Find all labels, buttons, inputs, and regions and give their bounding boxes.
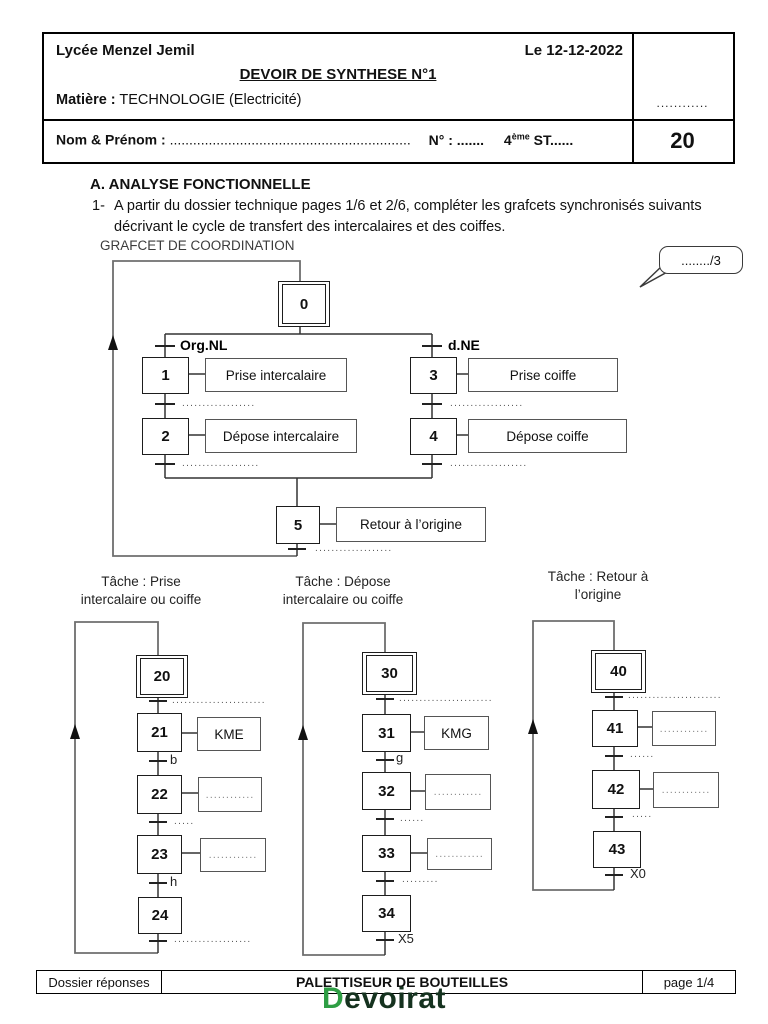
header-vertical-divider bbox=[632, 34, 634, 162]
step-43: 43 bbox=[593, 831, 641, 868]
step-32: 32 bbox=[362, 772, 411, 810]
action-22: ............ bbox=[198, 777, 262, 812]
step-24: 24 bbox=[138, 897, 182, 934]
action-3: Prise coiffe bbox=[468, 358, 618, 392]
question-line-2: décrivant le cycle de transfert des inte… bbox=[114, 219, 506, 235]
step-40: 40 bbox=[591, 650, 646, 693]
transition-after-40: ....................... bbox=[628, 690, 722, 701]
header-table: Lycée Menzel Jemil Le 12-12-2022 DEVOIR … bbox=[42, 32, 735, 164]
action-32: ............ bbox=[425, 774, 491, 810]
action-41: ............ bbox=[652, 711, 716, 746]
question-line-1: A partir du dossier technique pages 1/6 … bbox=[114, 198, 702, 214]
school-name: Lycée Menzel Jemil bbox=[56, 42, 195, 59]
action-5: Retour à l’origine bbox=[336, 507, 486, 542]
devoirat-logo-text: evoirat bbox=[344, 982, 447, 1015]
subject-line: Matière : TECHNOLOGIE (Electricité) bbox=[56, 92, 302, 108]
transition-after-4: ................... bbox=[450, 458, 528, 469]
transition-after-32: ...... bbox=[400, 813, 425, 824]
step-1: 1 bbox=[142, 357, 189, 394]
transition-after-2: ................... bbox=[182, 458, 260, 469]
action-33: ............ bbox=[427, 838, 492, 870]
transition-after-42: ..... bbox=[632, 809, 653, 820]
score-total: 20 bbox=[670, 128, 695, 153]
exam-date: Le 12-12-2022 bbox=[524, 42, 623, 59]
step-21: 21 bbox=[137, 713, 182, 752]
transition-dne: d.NE bbox=[448, 337, 480, 353]
step-30: 30 bbox=[362, 652, 417, 695]
subject-value: TECHNOLOGIE (Electricité) bbox=[115, 92, 302, 108]
action-31: KMG bbox=[424, 716, 489, 750]
footer-page-number: page 1/4 bbox=[663, 974, 715, 990]
step-33: 33 bbox=[362, 835, 411, 872]
section-heading: A. ANALYSE FONCTIONNELLE bbox=[90, 176, 311, 193]
step-22: 22 bbox=[137, 775, 182, 814]
transition-after-33: ......... bbox=[402, 874, 439, 885]
devoirat-logo-d: D bbox=[321, 982, 345, 1015]
action-23: ............ bbox=[200, 838, 266, 872]
transition-after-1: .................. bbox=[182, 398, 256, 409]
step-3: 3 bbox=[410, 357, 457, 394]
task-title-depose: Tâche : Dépose intercalaire ou coiffe bbox=[282, 574, 404, 607]
diagram-label: GRAFCET DE COORDINATION bbox=[100, 238, 295, 253]
transition-after-20: ....................... bbox=[172, 695, 266, 706]
step-41: 41 bbox=[592, 710, 638, 747]
step-42: 42 bbox=[592, 770, 640, 809]
name-row: Nom & Prénom : .........................… bbox=[56, 131, 622, 148]
action-21: KME bbox=[197, 717, 261, 751]
transition-after-22: ..... bbox=[174, 816, 195, 827]
step-31: 31 bbox=[362, 714, 411, 752]
name-dots: ........................................… bbox=[165, 131, 411, 148]
action-1: Prise intercalaire bbox=[205, 358, 347, 392]
footer-center: PALETTISEUR DE BOUTEILLES bbox=[162, 971, 643, 993]
transition-after-24: ................... bbox=[174, 934, 252, 945]
footer-left: Dossier réponses bbox=[37, 971, 162, 993]
transition-x5: X5 bbox=[398, 931, 414, 946]
transition-after-5: ................... bbox=[315, 543, 393, 554]
question-marker: 1- bbox=[92, 198, 105, 214]
transition-after-41: ...... bbox=[630, 749, 655, 760]
subject-label: Matière : bbox=[56, 92, 116, 108]
transition-x0: X0 bbox=[630, 866, 646, 881]
step-4: 4 bbox=[410, 418, 457, 455]
action-2: Dépose intercalaire bbox=[205, 419, 357, 453]
transition-after-3: .................. bbox=[450, 398, 524, 409]
step-5: 5 bbox=[276, 506, 320, 544]
transition-orgnl: Org.NL bbox=[180, 337, 228, 353]
transition-b: b bbox=[170, 752, 178, 767]
transition-after-30: ....................... bbox=[399, 693, 493, 704]
step-34: 34 bbox=[362, 895, 411, 932]
score-bubble: ......../3 bbox=[659, 246, 743, 274]
step-23: 23 bbox=[137, 835, 182, 874]
transition-g: g bbox=[396, 750, 404, 765]
name-label: Nom & Prénom : bbox=[56, 131, 166, 148]
action-42: ............ bbox=[653, 772, 719, 808]
devoirat-logo: Devoirat bbox=[284, 982, 484, 1016]
step-2: 2 bbox=[142, 418, 189, 455]
task-title-retour: Tâche : Retour à l’origine bbox=[547, 569, 649, 602]
class-label: 4ème ST...... bbox=[503, 131, 574, 148]
task-title-prise: Tâche : Prise intercalaire ou coiffe bbox=[80, 574, 202, 607]
action-4: Dépose coiffe bbox=[468, 419, 627, 453]
header-horizontal-divider bbox=[44, 119, 733, 121]
step-0: 0 bbox=[278, 281, 330, 327]
score-dots: ............ bbox=[656, 96, 709, 110]
transition-h: h bbox=[170, 874, 178, 889]
number-label: N° : ....... bbox=[428, 131, 485, 148]
footer-table: Dossier réponses PALETTISEUR DE BOUTEILL… bbox=[36, 970, 736, 994]
exam-title: DEVOIR DE SYNTHESE N°1 bbox=[239, 66, 437, 83]
step-20: 20 bbox=[136, 655, 188, 698]
